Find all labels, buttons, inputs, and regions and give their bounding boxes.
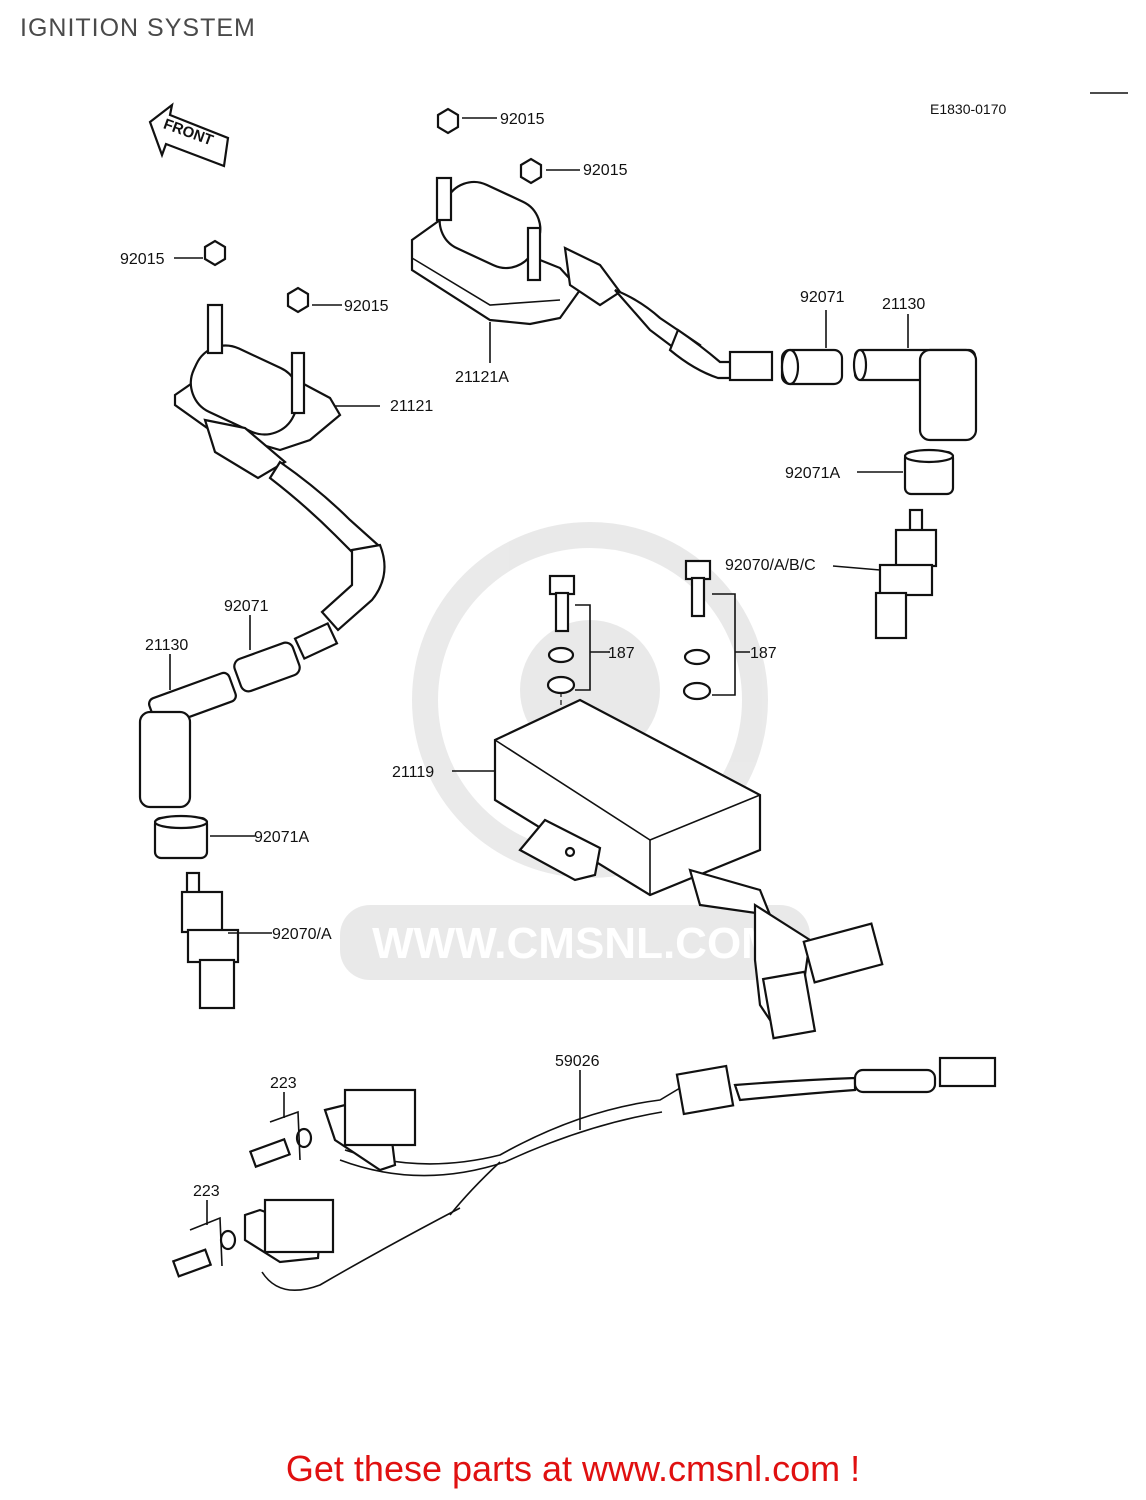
cap-92071-left (233, 641, 301, 693)
label-223: 223 (193, 1183, 220, 1200)
label-187: 187 (608, 645, 635, 662)
footer-promo-text[interactable]: Get these parts at www.cmsnl.com ! (285, 1448, 861, 1489)
label-92015: 92015 (344, 298, 389, 315)
label-92071a: 92071A (254, 829, 309, 846)
label-21130: 21130 (882, 296, 925, 313)
seal-92071a-right (903, 448, 955, 496)
label-59026: 59026 (555, 1053, 600, 1070)
label-92015: 92015 (120, 251, 165, 268)
nut-92015-icon (174, 239, 227, 267)
label-92071a: 92071A (785, 465, 840, 482)
label-187: 187 (750, 645, 777, 662)
label-21130: 21130 (145, 637, 188, 654)
label-92015: 92015 (500, 111, 545, 128)
label-223: 223 (270, 1075, 297, 1092)
nut-92015-icon (436, 107, 497, 135)
label-21121: 21121 (390, 398, 433, 415)
ignition-coil-21121a (410, 176, 774, 382)
ignition-coil-21121 (173, 303, 386, 661)
nut-92015-icon (519, 157, 580, 185)
label-21119: 21119 (392, 764, 434, 781)
label-92015: 92015 (583, 162, 628, 179)
plug-cap-21130-right (852, 348, 978, 442)
cap-92071-right (780, 348, 844, 386)
label-21121a: 21121A (455, 369, 509, 386)
spark-plug-right (874, 508, 938, 640)
wiring-harness-59026 (261, 1056, 997, 1292)
diagram-code: E1830-0170 (930, 101, 1007, 117)
pickup-coil-lower (171, 1198, 335, 1278)
seal-92071a-left (153, 814, 209, 860)
label-92070-a-b-c: 92070/A/B/C (725, 557, 816, 574)
label-92071: 92071 (224, 598, 269, 615)
bolt-187-right (682, 559, 712, 701)
page-title: IGNITION SYSTEM (20, 14, 256, 42)
spark-plug-left (180, 871, 240, 1010)
nut-92015-icon (286, 286, 342, 314)
front-arrow-icon: FRONT (148, 102, 230, 168)
watermark-text: WWW.CMSNL.COM (372, 919, 778, 968)
bolt-187-left (546, 574, 576, 695)
pickup-coil-upper (248, 1088, 417, 1172)
label-92070-a: 92070/A (272, 926, 332, 943)
plug-cap-21130-left (138, 671, 237, 809)
label-92071: 92071 (800, 289, 845, 306)
cdi-unit-21119 (493, 698, 884, 1040)
